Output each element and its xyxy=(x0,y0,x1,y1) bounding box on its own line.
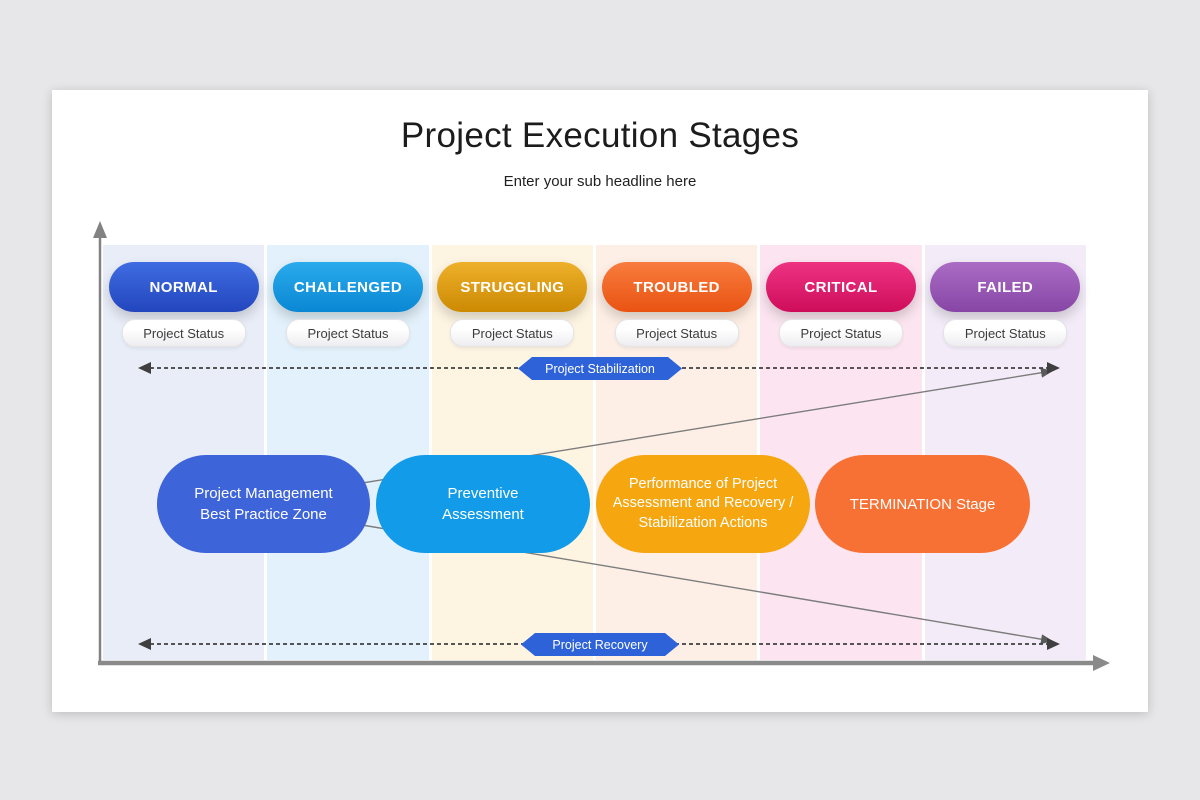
stage-column: FAILED Project Status xyxy=(924,245,1086,660)
project-status-label: Project Status xyxy=(307,325,389,341)
stage-column: NORMAL Project Status xyxy=(103,245,265,660)
stabilization-band-badge: Project Stabilization xyxy=(518,357,682,380)
stage-column: STRUGGLING Project Status xyxy=(431,245,593,660)
project-status-pill: Project Status xyxy=(285,319,410,347)
project-status-label: Project Status xyxy=(471,325,553,341)
project-status-label: Project Status xyxy=(143,325,225,341)
stage-columns: NORMAL Project Status CHALLENGED Project… xyxy=(103,245,1086,660)
stage-column: CHALLENGED Project Status xyxy=(267,245,429,660)
stage-pill: STRUGGLING xyxy=(437,262,588,312)
project-status-pill: Project Status xyxy=(614,319,739,347)
project-status-pill: Project Status xyxy=(943,319,1068,347)
stage-pill: CRITICAL xyxy=(765,262,916,312)
up-arrow-icon xyxy=(93,221,107,238)
recovery-band-badge: Project Recovery xyxy=(521,633,679,656)
stage-pill-label: STRUGGLING xyxy=(460,278,565,296)
stage-pill-label: CHALLENGED xyxy=(293,278,403,296)
stage-pill: FAILED xyxy=(930,262,1081,312)
project-status-pill: Project Status xyxy=(121,319,246,347)
page-subtitle: Enter your sub headline here xyxy=(503,173,697,190)
project-status-label: Project Status xyxy=(636,325,718,341)
project-status-label: Project Status xyxy=(800,325,882,341)
stage-pill-label: TROUBLED xyxy=(633,278,720,296)
right-arrow-icon xyxy=(1093,655,1110,671)
stage-pill-label: FAILED xyxy=(977,278,1034,296)
slide: Project Execution Stages Enter your sub … xyxy=(52,90,1148,712)
stage-pill-label: CRITICAL xyxy=(804,278,878,296)
stage-pill: CHALLENGED xyxy=(272,262,423,312)
stage-column: CRITICAL Project Status xyxy=(760,245,922,660)
project-status-pill: Project Status xyxy=(778,319,903,347)
stage-pill-label: NORMAL xyxy=(149,278,218,296)
stage-column: TROUBLED Project Status xyxy=(595,245,758,660)
project-status-label: Project Status xyxy=(964,325,1046,341)
project-status-pill: Project Status xyxy=(450,319,575,347)
stage-pill: TROUBLED xyxy=(601,262,752,312)
page-title: Project Execution Stages xyxy=(400,116,800,155)
stage-pill: NORMAL xyxy=(108,262,259,312)
